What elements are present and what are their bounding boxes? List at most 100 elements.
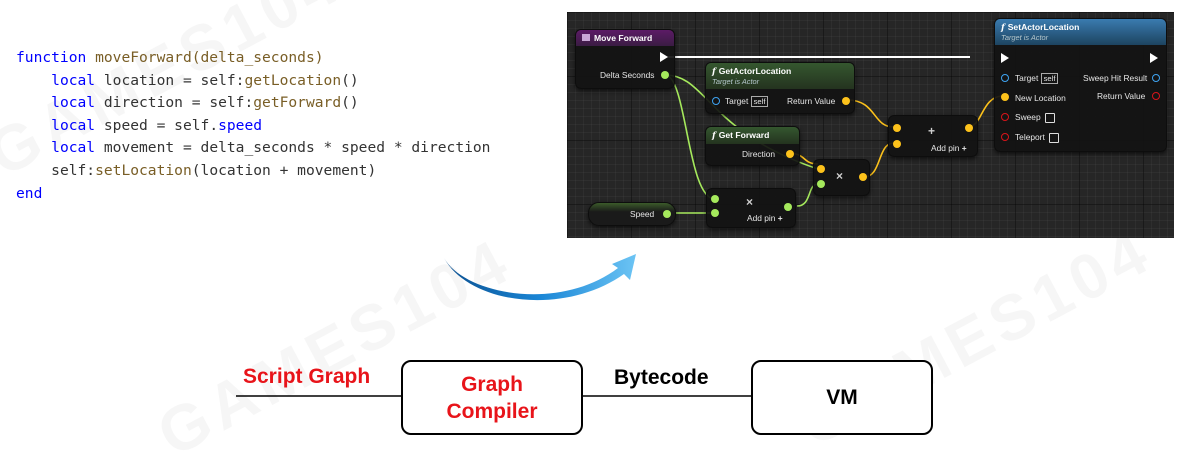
code-text: direction = self: [95, 94, 254, 112]
graph-compiler-box: Graph Compiler [401, 360, 583, 435]
add-pin-icon[interactable]: + [961, 143, 967, 153]
exec-out-pin[interactable] [1150, 53, 1158, 63]
function-icon: f [712, 131, 716, 141]
multiply-float-input-pin[interactable] [817, 180, 825, 188]
add-input-pin[interactable] [893, 140, 901, 148]
compiler-line-1: Graph [461, 372, 523, 396]
multiply-input-pin[interactable] [711, 195, 719, 203]
target-label: Target [1015, 73, 1039, 83]
set-actor-location-title: SetActorLocation [1007, 22, 1080, 32]
code-keyword: local [51, 94, 96, 112]
add-pin-label: Add pin [931, 143, 960, 153]
vm-label: VM [826, 386, 858, 409]
multiply-input-pin[interactable] [711, 209, 719, 217]
move-forward-node[interactable]: Move Forward Delta Seconds [575, 29, 675, 89]
multiply-node[interactable]: × Add pin + [706, 188, 796, 228]
code-text: () [341, 94, 359, 112]
target-label-row: Target self [725, 96, 769, 107]
script-graph-text: Script Graph [243, 365, 371, 388]
code-line: local speed = self.speed [16, 115, 490, 138]
multiply-vector-input-pin[interactable] [817, 165, 825, 173]
new-location-label: New Location [1015, 93, 1066, 103]
vm-box: VM [751, 360, 933, 435]
target-self-value[interactable]: self [1040, 73, 1059, 84]
speed-label: Speed [630, 209, 655, 219]
add-pin-row[interactable]: Add pin + [747, 213, 783, 223]
curved-arrow [444, 254, 636, 301]
direction-label: Direction [742, 149, 776, 159]
script-graph-label: Script Graph [243, 365, 370, 389]
sweep-hit-result-label: Sweep Hit Result [1083, 73, 1148, 83]
code-keyword: end [16, 184, 43, 202]
lua-code-block: function moveForward(delta_seconds) loca… [16, 47, 490, 205]
teleport-pin[interactable] [1001, 133, 1009, 141]
code-text: movement = delta_seconds * speed * direc… [95, 139, 491, 157]
move-forward-header: Move Forward [576, 30, 674, 46]
add-pin-label: Add pin [747, 213, 776, 223]
add-node[interactable]: + Add pin + [888, 115, 978, 157]
target-self-value[interactable]: self [750, 96, 769, 107]
code-line: self:setLocation(location + movement) [16, 160, 490, 183]
get-actor-location-subtitle: Target is Actor [712, 77, 760, 86]
sweep-checkbox[interactable] [1044, 112, 1055, 123]
code-keyword: local [51, 71, 96, 89]
return-value-pin[interactable] [842, 97, 850, 105]
code-line: end [16, 183, 490, 206]
return-value-label: Return Value [787, 96, 836, 106]
multiply-output-pin[interactable] [784, 203, 792, 211]
code-text: moveForward(delta_seconds) [86, 49, 324, 66]
code-line: function moveForward(delta_seconds) [16, 47, 490, 70]
add-input-pin[interactable] [893, 124, 901, 132]
arrow-shape [444, 254, 636, 301]
sweep-row: Sweep [1015, 112, 1055, 123]
add-pin-icon[interactable]: + [777, 213, 783, 223]
code-text: speed = self. [95, 116, 219, 134]
sweep-pin[interactable] [1001, 113, 1009, 121]
set-actor-location-subtitle: Target is Actor [1001, 33, 1049, 42]
add-symbol: + [928, 124, 936, 138]
speed-pin[interactable] [663, 210, 671, 218]
direction-pin[interactable] [786, 150, 794, 158]
add-output-pin[interactable] [965, 124, 973, 132]
sweep-label: Sweep [1015, 112, 1041, 122]
function-icon: f [712, 67, 716, 77]
code-text: () [341, 71, 359, 89]
compiler-line-2: Compiler [446, 399, 538, 423]
move-forward-title: Move Forward [594, 33, 653, 43]
code-line: local movement = delta_seconds * speed *… [16, 137, 490, 160]
exec-in-pin[interactable] [1001, 53, 1009, 63]
exec-out-pin[interactable] [660, 52, 668, 62]
teleport-label: Teleport [1015, 132, 1045, 142]
delta-seconds-pin[interactable] [661, 71, 669, 79]
code-member: speed [218, 116, 263, 134]
multiply-vector-output-pin[interactable] [859, 173, 867, 181]
speed-variable-node[interactable]: Speed [588, 202, 676, 226]
bytecode-label: Bytecode [614, 366, 709, 389]
target-pin[interactable] [712, 97, 720, 105]
delta-seconds-label: Delta Seconds [600, 70, 655, 80]
return-value-pin[interactable] [1152, 92, 1160, 100]
teleport-checkbox[interactable] [1048, 132, 1059, 143]
new-location-pin[interactable] [1001, 93, 1009, 101]
multiply-symbol: × [836, 169, 844, 183]
add-pin-row[interactable]: Add pin + [931, 143, 967, 153]
event-icon [582, 34, 590, 41]
code-line: local direction = self:getForward() [16, 92, 490, 115]
code-text: self: [51, 161, 96, 179]
code-line: local location = self:getLocation() [16, 70, 490, 93]
target-label: Target [725, 96, 749, 106]
multiply-vector-node[interactable]: × [813, 159, 870, 196]
code-keyword: local [51, 116, 96, 134]
code-call: setLocation [95, 161, 192, 179]
target-pin[interactable] [1001, 74, 1009, 82]
get-actor-location-title: GetActorLocation [718, 66, 792, 76]
sweep-hit-result-pin[interactable] [1152, 74, 1160, 82]
target-label-row: Target self [1015, 73, 1059, 84]
graph-compiler-text: Graph Compiler [446, 371, 537, 425]
